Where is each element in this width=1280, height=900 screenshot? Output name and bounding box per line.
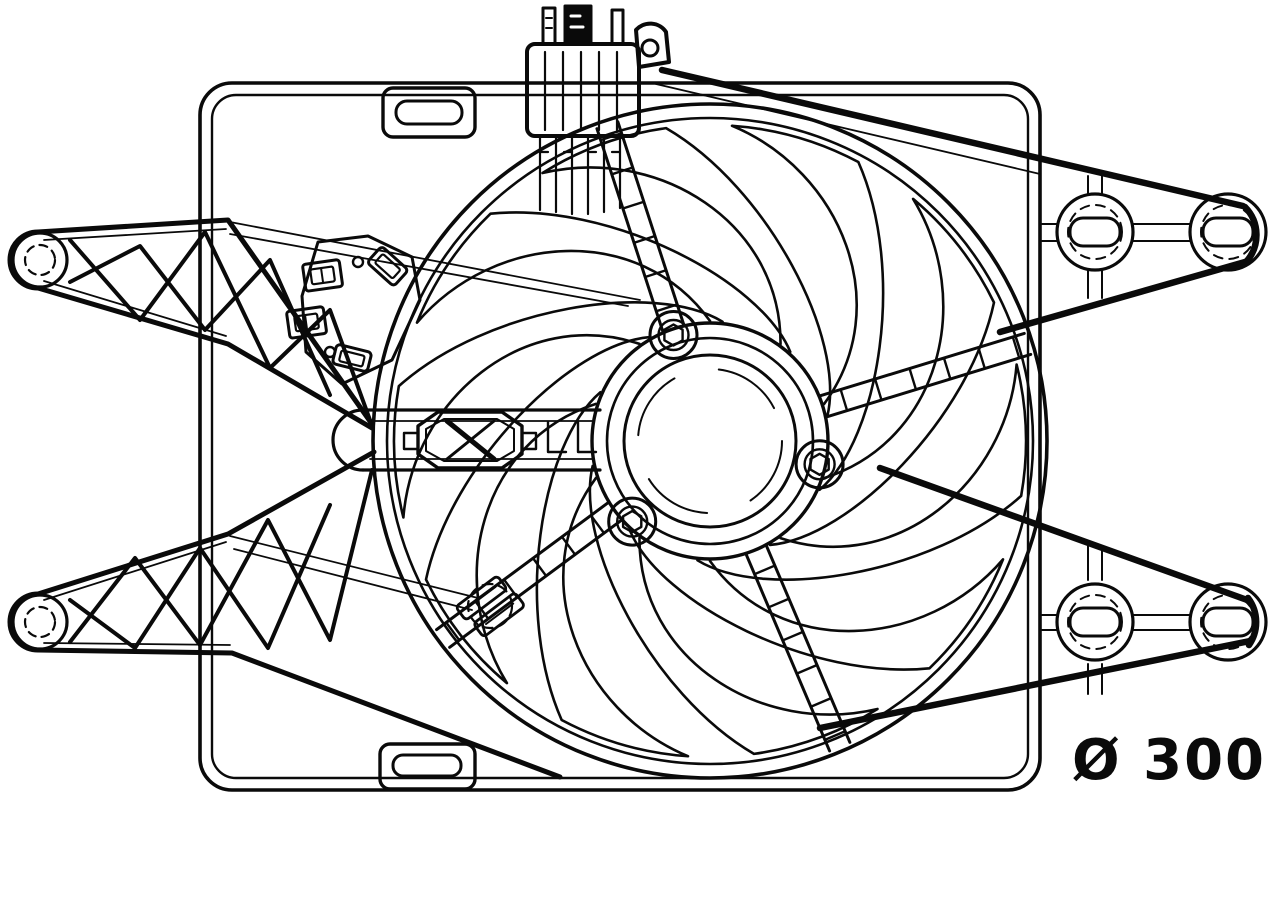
shroud-mounting-tab-bottom <box>378 742 477 791</box>
hub-bolt-boss <box>607 496 658 547</box>
rubber-grommet <box>1055 582 1135 662</box>
hub-ring <box>590 321 830 561</box>
diameter-label: Ø 300 <box>1072 728 1266 793</box>
left-mount-bushing-upper <box>11 231 69 289</box>
left-truss-arm-lower <box>7 449 563 780</box>
right-arm-lower <box>1041 545 1268 695</box>
hub-bolt-boss <box>794 439 845 490</box>
right-arm-upper <box>1041 175 1268 299</box>
fan-ring <box>371 102 1049 780</box>
connector-pins <box>541 4 625 46</box>
shroud-mounting-tab-top <box>381 86 477 139</box>
spoke-cable-clip <box>455 575 525 638</box>
connector-bracket-strap <box>634 21 671 69</box>
left-truss-arm-upper <box>7 217 641 431</box>
hub-bolt-boss <box>648 310 699 360</box>
left-mount-bushing-lower <box>11 593 69 651</box>
support-straps <box>655 66 1254 732</box>
hub-bolt-bosses <box>607 310 845 547</box>
fan-shroud <box>198 81 1042 792</box>
wiring-mount-plate <box>285 234 422 386</box>
connector-ribs <box>538 50 622 216</box>
rubber-grommet <box>1055 192 1135 272</box>
